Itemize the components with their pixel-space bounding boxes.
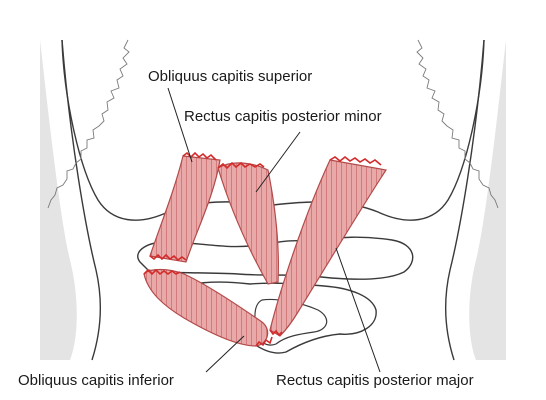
obliquus-inferior-tendon-left bbox=[143, 268, 181, 276]
rectus-minor-tendon-top bbox=[217, 161, 265, 170]
label-obliquus-capitis-inferior: Obliquus capitis inferior bbox=[18, 372, 174, 389]
neck-outline-right bbox=[444, 39, 485, 361]
neck-shadow-right bbox=[469, 40, 506, 360]
neck-shadow-left bbox=[40, 40, 77, 360]
rectus-major-tendon-bottom bbox=[269, 329, 283, 337]
label-rectus-capitis-posterior-minor: Rectus capitis posterior minor bbox=[184, 108, 382, 125]
obliquus-inferior-tendon-right bbox=[255, 336, 273, 347]
leader-obliquus-inferior bbox=[205, 335, 245, 373]
obliquus-superior-tendon-bottom bbox=[149, 253, 187, 262]
lambdoid-suture-right bbox=[416, 39, 499, 209]
leader-obliquus-superior bbox=[167, 87, 193, 163]
leader-rectus-major bbox=[335, 247, 381, 373]
neck-outline-left bbox=[61, 39, 102, 361]
obliquus-superior-tendon-top bbox=[182, 151, 217, 161]
rectus-capitis-posterior-major-muscle bbox=[269, 159, 387, 337]
label-obliquus-capitis-superior: Obliquus capitis superior bbox=[148, 68, 313, 85]
obliquus-capitis-superior-muscle bbox=[149, 155, 221, 263]
rectus-major-tendon-top bbox=[329, 155, 382, 166]
lambdoid-suture-left bbox=[47, 39, 130, 209]
label-rectus-capitis-posterior-major: Rectus capitis posterior major bbox=[276, 372, 474, 389]
leader-rectus-minor bbox=[255, 131, 301, 193]
obliquus-capitis-inferior-muscle bbox=[143, 268, 269, 347]
